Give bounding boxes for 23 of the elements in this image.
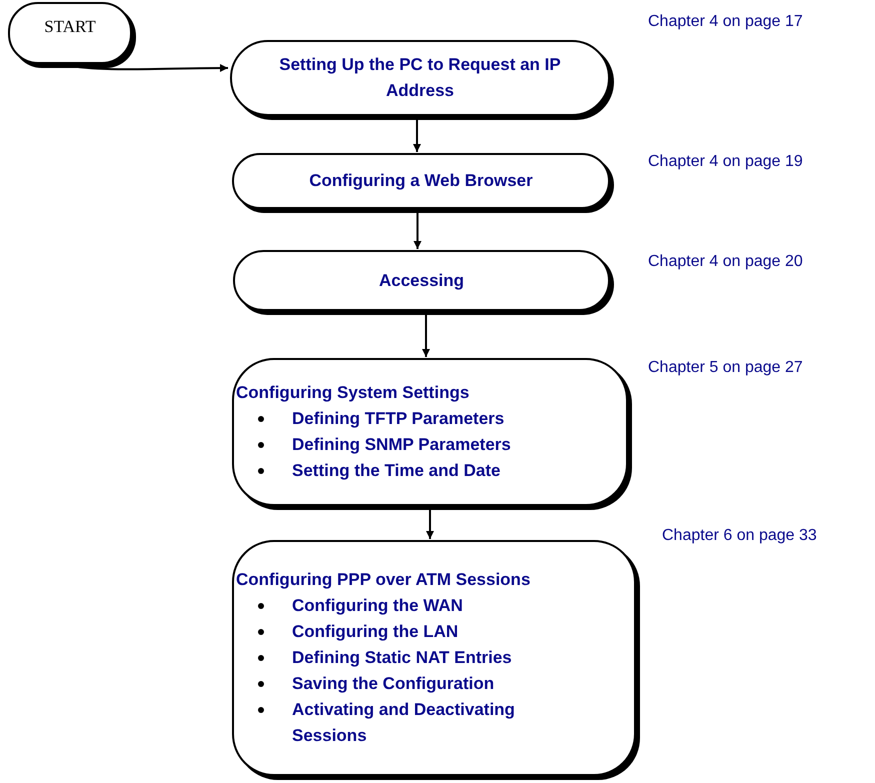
bullet-item: Defining TFTP Parameters — [292, 408, 504, 430]
chapter-reference: Chapter 6 on page 33 — [662, 526, 817, 546]
bullet-item: Configuring the LAN — [292, 621, 458, 643]
arrow — [413, 120, 421, 152]
arrow — [414, 213, 422, 249]
chapter-reference: Chapter 4 on page 17 — [648, 12, 803, 32]
chapter-reference: Chapter 4 on page 20 — [648, 252, 803, 272]
bullet-item: Defining Static NAT Entries — [292, 647, 512, 669]
terminal-label: START — [44, 16, 96, 38]
box-heading: Configuring PPP over ATM Sessions — [236, 569, 532, 591]
chapter-reference: Chapter 4 on page 19 — [648, 152, 803, 172]
bullet-item: Activating and Deactivating Sessions — [292, 699, 516, 747]
bullet-item: Setting the Time and Date — [292, 460, 500, 482]
arrow — [422, 315, 430, 357]
chapter-reference: Chapter 5 on page 27 — [648, 358, 803, 378]
arrow — [426, 510, 434, 539]
box-heading: Configuring System Settings — [236, 382, 470, 404]
box-label: Accessing — [378, 270, 464, 292]
bullet-item: Saving the Configuration — [292, 673, 494, 695]
box-label: Setting Up the PC to Request an IP Address — [278, 54, 562, 102]
bullet-item: Configuring the WAN — [292, 595, 463, 617]
box-label: Configuring a Web Browser — [309, 170, 533, 192]
bullet-item: Defining SNMP Parameters — [292, 434, 511, 456]
